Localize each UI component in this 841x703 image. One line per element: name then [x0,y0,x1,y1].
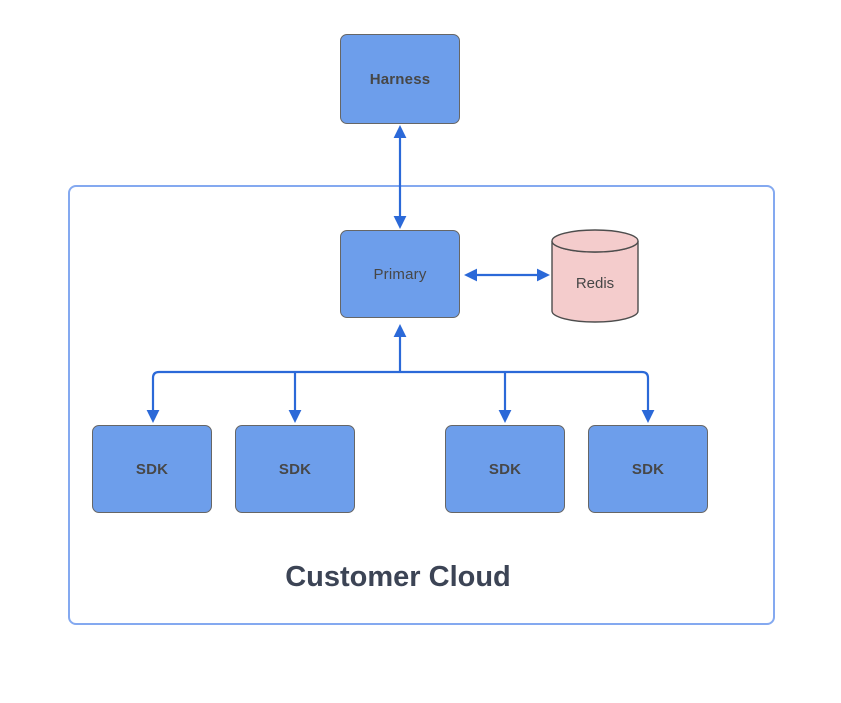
redis-cylinder-top [551,229,639,253]
node-sdk-2-label: SDK [278,460,312,478]
node-sdk-3: SDK [445,425,565,513]
arrowhead-into-primary-right [464,268,477,282]
arrowhead-into-sdk3 [498,410,512,423]
node-harness: Harness [340,34,460,124]
node-sdk-3-label: SDK [488,460,522,478]
node-sdk-4-label: SDK [631,460,665,478]
arrowhead-into-sdk1 [146,410,160,423]
customer-cloud-title: Customer Cloud [285,561,511,593]
arrowhead-into-sdk4 [641,410,655,423]
edge-fanout-rail [151,370,650,410]
node-primary: Primary [340,230,460,318]
arrowhead-into-harness [393,125,407,138]
arrowhead-into-redis [537,268,550,282]
customer-cloud-boundary [68,185,775,625]
node-sdk-1-label: SDK [135,460,169,478]
node-primary-label: Primary [373,265,427,283]
node-sdk-1: SDK [92,425,212,513]
node-sdk-4: SDK [588,425,708,513]
arrowhead-into-sdk2 [288,410,302,423]
node-harness-label: Harness [369,70,431,88]
arrowhead-into-primary-top [393,216,407,229]
arrowhead-into-primary-bottom [393,324,407,337]
node-sdk-2: SDK [235,425,355,513]
node-redis-label: Redis [575,274,615,292]
